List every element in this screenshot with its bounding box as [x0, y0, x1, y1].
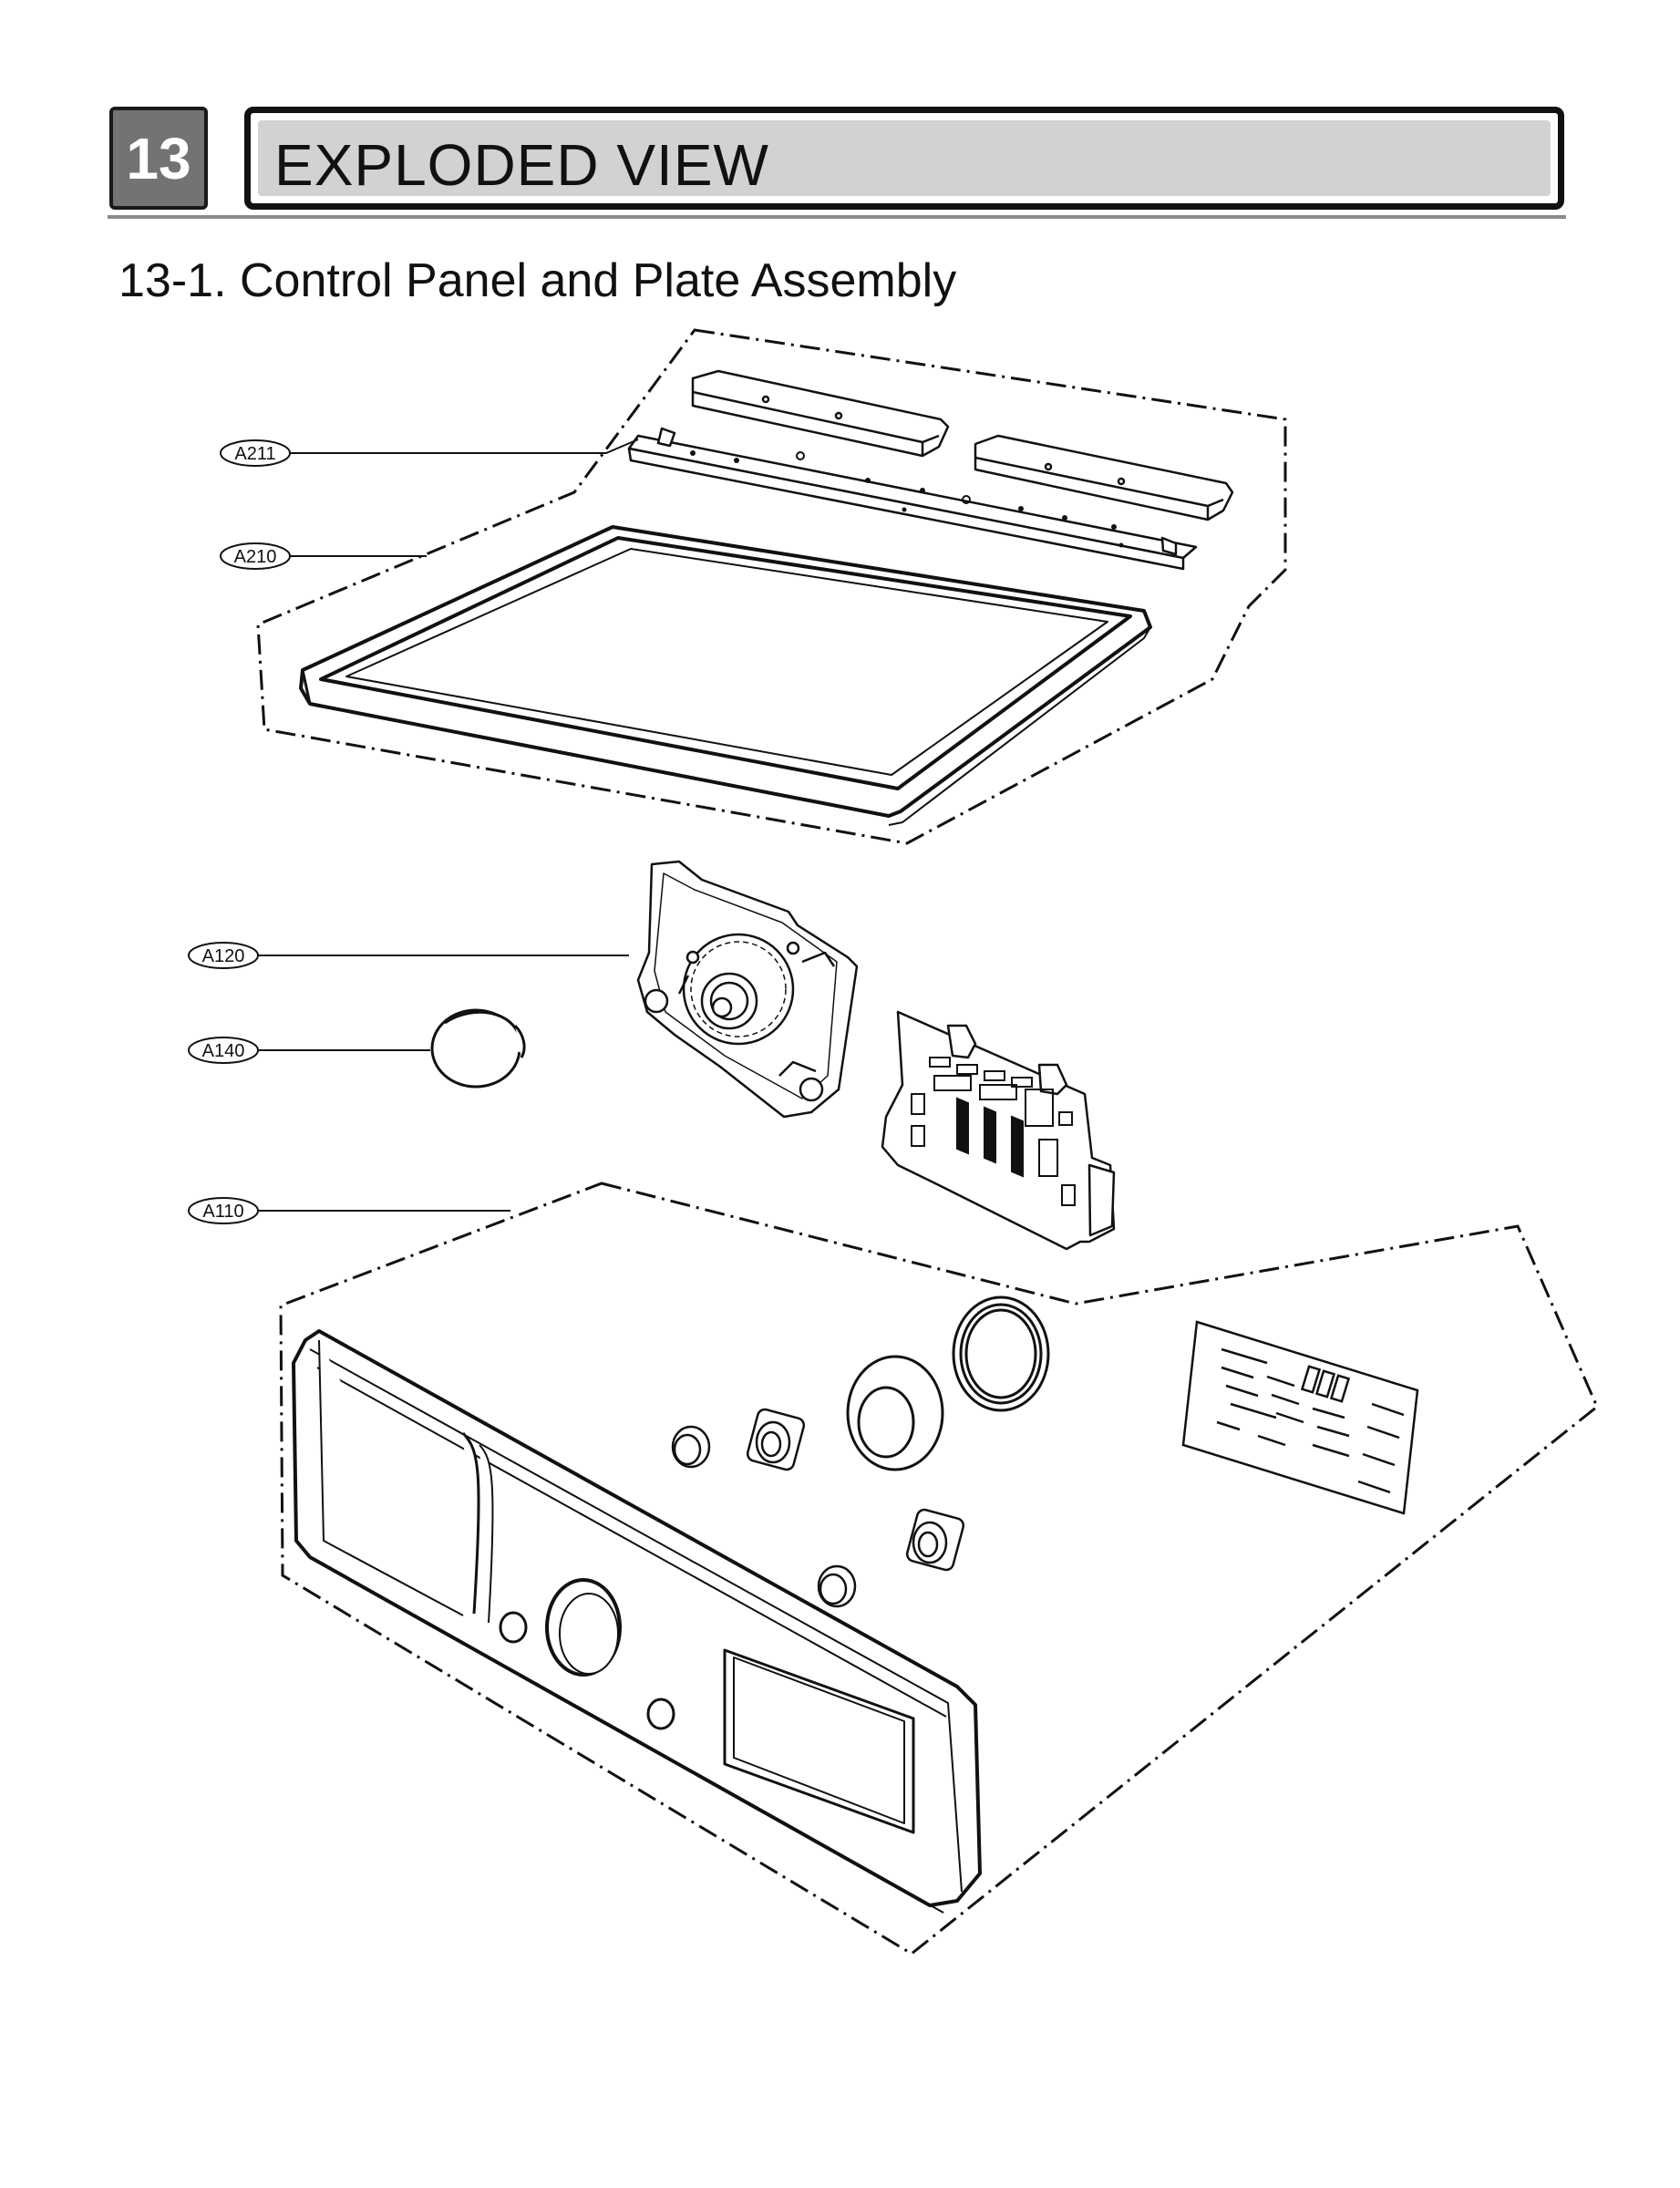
section-number-badge: 13 [109, 107, 208, 210]
callout-a110-label: A110 [202, 1202, 243, 1222]
control-pcb [881, 1010, 1116, 1251]
top-cap-left [691, 369, 950, 458]
subsection-heading: 13-1. Control Panel and Plate Assembly [119, 253, 956, 308]
callout-a140-label: A140 [202, 1041, 245, 1061]
knob-bracket [636, 860, 859, 1119]
callout-a110: A110 [188, 1197, 510, 1224]
callout-a210-label: A210 [234, 547, 277, 567]
knob [430, 1008, 526, 1089]
subsection-title: Control Panel and Plate Assembly [239, 254, 957, 307]
callout-a210: A210 [220, 542, 427, 570]
section-title-fill: EXPLODED VIEW [258, 120, 1551, 198]
callout-a140: A140 [188, 1037, 430, 1064]
top-cap-right [974, 434, 1234, 521]
callout-a120: A120 [188, 942, 629, 969]
subsection-number: 13-1. [119, 254, 227, 307]
knob-ring [846, 1295, 1050, 1471]
group-boundary-a110 [279, 1182, 1599, 1956]
section-number: 13 [126, 125, 191, 191]
buttons [671, 1408, 965, 1608]
section-title-box: EXPLODED VIEW [244, 107, 1564, 210]
pcb-components [911, 1057, 1076, 1206]
rear-rail-holes [690, 450, 1124, 548]
section-title: EXPLODED VIEW [274, 132, 769, 198]
label-decal [1181, 1320, 1419, 1515]
callout-a120-label: A120 [202, 946, 245, 966]
control-panel [292, 1329, 982, 1914]
callout-a211-label: A211 [234, 444, 275, 464]
header-rule [108, 215, 1566, 219]
top-plate [299, 525, 1152, 826]
callout-a211: A211 [220, 439, 639, 467]
